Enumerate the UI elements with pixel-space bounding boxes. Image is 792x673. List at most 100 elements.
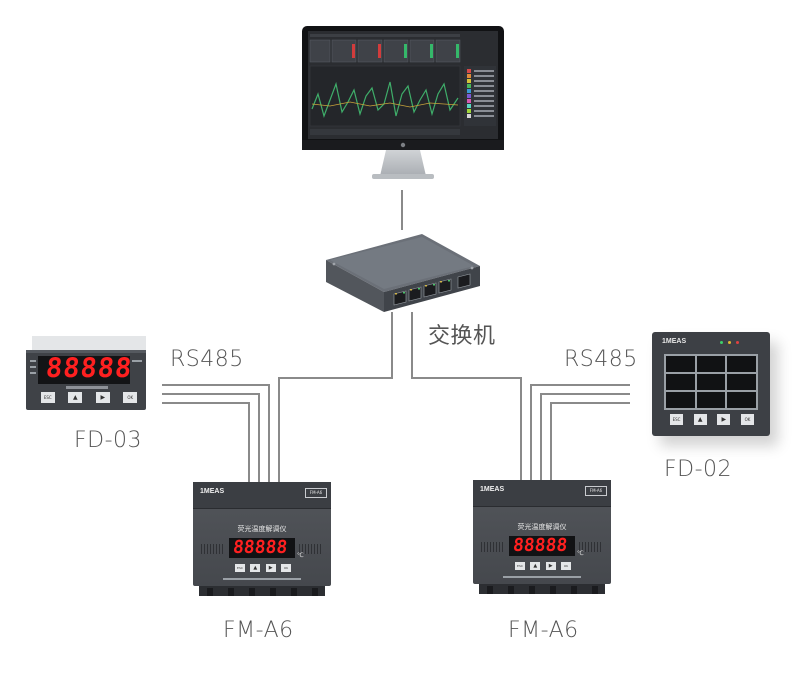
fd02-cell [727,356,756,372]
fd02-label: FD-02 [664,457,733,482]
fd03-up-button[interactable]: ▲ [68,392,83,403]
fm-left-buttons: ESC ▲ ▶ OK [235,564,291,574]
fm-left-topbar [193,482,331,509]
fd02-cell [696,374,726,390]
wire-fd03-fm-2v [258,393,260,482]
fm-left-brand: 1MEAS [200,488,225,495]
fm-left-vent-right [299,544,323,554]
fm-right-brand: 1MEAS [480,486,505,493]
fm-right-model-tag: FM-A6 [585,486,607,496]
fm-right-topbar [473,480,611,507]
fd03-body [26,336,146,410]
fm-right-ok-button[interactable]: OK [560,562,571,570]
fd02-status-leds [720,341,750,345]
fm-left-led-display: 88888 [231,537,289,558]
wire-fd02-fm-1 [530,384,630,386]
fm-right-right-button[interactable]: ▶ [545,562,556,570]
rs485-right-label: RS485 [564,347,638,372]
fm-left-ok-button[interactable]: OK [280,564,291,572]
fm-right-connectors [479,584,605,594]
wire-switch-fm-right [411,312,413,378]
fd02-cell [666,356,695,372]
fd02-cell [666,374,695,390]
fm-right-buttons: ESC ▲ ▶ OK [515,562,571,572]
fd03-label: FD-03 [74,428,143,453]
wire-fd03-fm-1v [268,384,270,482]
fm-left-unit: ℃ [297,552,304,559]
fm-left-model-tag: FM-A6 [305,488,327,498]
fm-a6-left-device: 1MEAS FM-A6 荧光温度解调仪 88888 ℃ ESC ▲ ▶ OK [193,482,331,602]
wire-switch-fm-left [391,312,393,378]
switch-label: 交换机 [428,324,496,349]
fd02-cell [666,392,695,408]
wire-fd02-fm-3 [550,402,630,404]
fd02-brand: 1MEAS [662,338,687,345]
fm-right-footer-text [503,576,581,578]
fd02-cell [727,374,756,390]
wire-switch-fm-right-h [411,377,522,379]
fiber-connector [248,588,255,596]
fd02-led-yellow [728,341,731,344]
fd02-ok-button[interactable]: OK [740,414,754,425]
fd02-up-button[interactable]: ▲ [693,414,707,425]
fm-right-up-button[interactable]: ▲ [530,562,541,570]
fm-left-footer-text [223,578,301,580]
fd02-esc-button[interactable]: ESC [670,414,683,425]
fm-right-title: 荧光温度解调仪 [517,523,567,531]
fd02-right-button[interactable]: ▶ [717,414,731,425]
fiber-connector [290,588,297,596]
fd02-display-grid [664,354,758,410]
fm-right-vent-left [481,542,505,552]
fm-a6-right-device: 1MEAS FM-A6 荧光温度解调仪 88888 ℃ ESC ▲ ▶ OK [473,480,611,600]
fd02-device: 1MEAS ESC ▲ ▶ OK [652,332,770,436]
fm-right-unit: ℃ [577,550,584,557]
wire-fd02-fm-2 [540,393,630,395]
fm-left-esc-button[interactable]: ESC [235,564,245,572]
fiber-connector [528,586,535,594]
fd02-led-red [736,341,739,344]
fd03-led-display: 88888 [44,353,134,384]
wire-fd03-fm-3 [162,402,250,404]
fd03-esc-button[interactable]: ESC [40,392,55,403]
fm-a6-left-label: FM-A6 [223,618,294,643]
fiber-connector [227,588,234,596]
fiber-connector [486,586,493,594]
network-switch [326,234,480,312]
wire-switch-fm-right-v [520,377,522,480]
fd02-cell [696,392,726,408]
fm-left-title: 荧光温度解调仪 [237,525,287,533]
wire-fd03-fm-2 [162,393,260,395]
fd02-cell [696,356,726,372]
fiber-connector [570,586,577,594]
fd02-buttons: ESC ▲ ▶ OK [670,414,754,428]
wire-switch-fm-left-h [278,377,393,379]
rs485-left-label: RS485 [170,347,244,372]
wire-fd02-fm-1v [530,384,532,480]
wire-fd02-fm-3v [550,402,552,480]
fd02-cell [727,392,756,408]
fm-right-led-display: 88888 [511,535,569,556]
fm-right-esc-button[interactable]: ESC [515,562,525,570]
fiber-connector [269,588,276,596]
fiber-connector [507,586,514,594]
fm-left-vent-left [201,544,225,554]
fiber-connector [311,588,318,596]
fd03-ok-button[interactable]: OK [123,392,138,403]
fm-right-vent-right [579,542,603,552]
wire-switch-fm-left-v [278,377,280,482]
fd03-buttons: ESC ▲ ▶ OK [34,392,144,408]
fm-left-up-button[interactable]: ▲ [250,564,261,572]
monitor [302,26,504,179]
fiber-connector [549,586,556,594]
fiber-connector [591,586,598,594]
fm-a6-right-label: FM-A6 [508,618,579,643]
fd03-device: 88888 ESC ▲ ▶ OK [26,334,146,412]
fd03-right-button[interactable]: ▶ [95,392,110,403]
fm-left-right-button[interactable]: ▶ [265,564,276,572]
fm-right-display-window [509,536,575,556]
wire-fd02-fm-2v [540,393,542,480]
fm-left-connectors [199,586,325,596]
fiber-connector [206,588,213,596]
wire-fd03-fm-3v [248,402,250,482]
